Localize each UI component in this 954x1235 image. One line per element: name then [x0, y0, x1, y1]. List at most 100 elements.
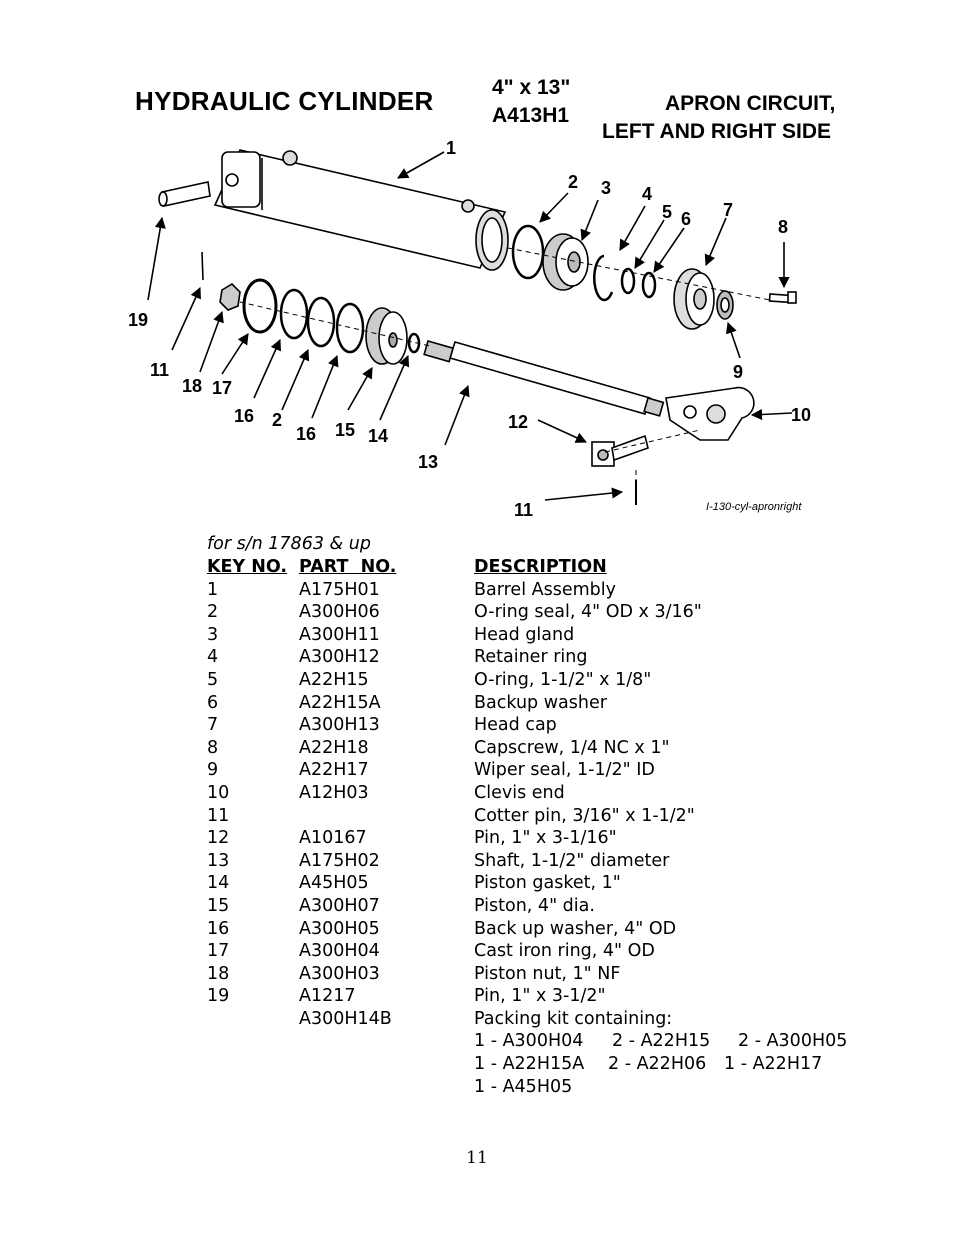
- key-cell: 3: [207, 624, 219, 645]
- cotter-pin-left-drawing: [201, 251, 204, 281]
- part-cell: A22H18: [299, 737, 369, 758]
- callout-16-right: 16: [296, 424, 316, 444]
- description-cell: Barrel Assembly: [474, 579, 616, 600]
- part-number-column: PART NO. A175H01 A300H06 A300H11 A300H12…: [299, 556, 469, 1030]
- piston-drawing: [365, 307, 408, 365]
- key-cell: 5: [207, 669, 219, 690]
- page-number: 11: [466, 1148, 488, 1168]
- callout-15: 15: [335, 420, 355, 440]
- description-cell: Piston, 4" dia.: [474, 895, 595, 916]
- callout-18: 18: [182, 376, 202, 396]
- key-cell: 11: [207, 805, 230, 826]
- callout-11-lower: 11: [514, 500, 533, 520]
- part-cell: A175H02: [299, 850, 380, 871]
- part-cell: A300H07: [299, 895, 380, 916]
- description-cell: Shaft, 1-1/2" diameter: [474, 850, 670, 871]
- callout-1: 1: [446, 138, 456, 158]
- key-cell: 4: [207, 647, 219, 668]
- callout-5: 5: [662, 202, 672, 222]
- exploded-parts-diagram: 1 2 3 4 5 6 7 8 9 10 11 12 13 14 15 16 1…: [128, 138, 811, 520]
- part-cell: A22H15A: [299, 692, 381, 713]
- part-cell: A300H11: [299, 624, 380, 645]
- description-cell: Clevis end: [474, 782, 565, 803]
- description-cell: Capscrew, 1/4 NC x 1": [474, 737, 670, 758]
- description-cell: Piston nut, 1" NF: [474, 963, 621, 984]
- key-cell: 15: [207, 895, 230, 916]
- barrel-assembly-drawing: [213, 149, 509, 271]
- callout-19: 19: [128, 310, 148, 330]
- key-cell: 13: [207, 850, 230, 871]
- key-cell: [207, 1008, 299, 1031]
- part-cell: A300H05: [299, 918, 380, 939]
- callout-11-left: 11: [150, 360, 169, 380]
- clevis-end-drawing: [665, 386, 755, 441]
- kit-item: 1 - A22H17: [724, 1054, 823, 1075]
- cylinder-size: 4" x 13": [492, 76, 571, 99]
- part-cell: A10167: [299, 828, 367, 849]
- head-cap-drawing: [673, 268, 715, 330]
- description-cell: Cotter pin, 3/16" x 1-1/2": [474, 805, 695, 826]
- figure-id: I-130-cyl-apronright: [706, 501, 802, 513]
- callout-4: 4: [642, 184, 652, 204]
- callout-2-piston: 2: [272, 410, 282, 430]
- callout-17: 17: [212, 378, 232, 398]
- callout-3: 3: [601, 178, 611, 198]
- description-column: DESCRIPTION Barrel Assembly O-ring seal,…: [474, 556, 944, 1098]
- pin-19-drawing: [158, 181, 211, 207]
- kit-item: 1 - A45H05: [474, 1076, 573, 1097]
- part-cell: A300H03: [299, 963, 380, 984]
- description-cell: Piston gasket, 1": [474, 873, 621, 894]
- description-cell: Retainer ring: [474, 647, 588, 668]
- kit-line: 1 - A22H15A 2 - A22H06 1 - A22H17: [474, 1053, 944, 1076]
- key-cell: 12: [207, 828, 230, 849]
- callout-16-left: 16: [234, 406, 254, 426]
- callout-6: 6: [681, 209, 691, 229]
- pin-12-drawing: [591, 434, 649, 467]
- part-cell: A300H06: [299, 602, 380, 623]
- part-cell: A300H04: [299, 941, 380, 962]
- description-cell: Back up washer, 4" OD: [474, 918, 677, 939]
- key-cell: 10: [207, 782, 230, 803]
- description-cell: O-ring, 1-1/2" x 1/8": [474, 669, 652, 690]
- callout-8: 8: [778, 217, 788, 237]
- part-cell: A300H14B: [299, 1008, 392, 1029]
- key-header: KEY NO.: [207, 557, 288, 577]
- kit-item: 2 - A22H15: [612, 1031, 711, 1052]
- callout-9: 9: [733, 362, 743, 382]
- key-cell: 17: [207, 941, 230, 962]
- serial-note: for s/n 17863 & up: [207, 534, 371, 554]
- key-column: KEY NO. 1 2 3 4 5 6 7 8 9 10 11 12 13 14…: [207, 556, 299, 1030]
- description-cell: Cast iron ring, 4" OD: [474, 941, 655, 962]
- description-cell: Backup washer: [474, 692, 607, 713]
- part-cell: [299, 805, 469, 828]
- head-gland-drawing: [542, 233, 589, 291]
- key-cell: 14: [207, 873, 230, 894]
- kit-line: 1 - A45H05: [474, 1076, 944, 1099]
- key-cell: 16: [207, 918, 230, 939]
- part-cell: A22H15: [299, 669, 369, 690]
- circuit-label-line2: LEFT AND RIGHT SIDE: [602, 120, 832, 143]
- callout-10: 10: [791, 405, 811, 425]
- key-cell: 19: [207, 986, 230, 1007]
- callout-14: 14: [368, 426, 388, 446]
- callout-13: 13: [418, 452, 438, 472]
- key-cell: 6: [207, 692, 219, 713]
- key-cell: 7: [207, 715, 219, 736]
- part-cell: A12H03: [299, 782, 369, 803]
- key-cell: 18: [207, 963, 230, 984]
- description-cell: O-ring seal, 4" OD x 3/16": [474, 602, 702, 623]
- callout-2: 2: [568, 172, 578, 192]
- kit-item: 1 - A300H04: [474, 1031, 584, 1052]
- description-cell: Packing kit containing:: [474, 1008, 673, 1029]
- kit-item: 1 - A22H15A: [474, 1054, 585, 1075]
- description-header: DESCRIPTION: [474, 557, 607, 577]
- page-title: HYDRAULIC CYLINDER: [135, 86, 434, 116]
- kit-item: 2 - A22H06: [608, 1054, 707, 1075]
- description-cell: Pin, 1" x 3-1/2": [474, 986, 606, 1007]
- part-cell: A300H12: [299, 647, 380, 668]
- callout-12: 12: [508, 412, 528, 432]
- description-cell: Head gland: [474, 624, 575, 645]
- circuit-label-line1: APRON CIRCUIT,: [665, 92, 836, 115]
- part-cell: A22H17: [299, 760, 369, 781]
